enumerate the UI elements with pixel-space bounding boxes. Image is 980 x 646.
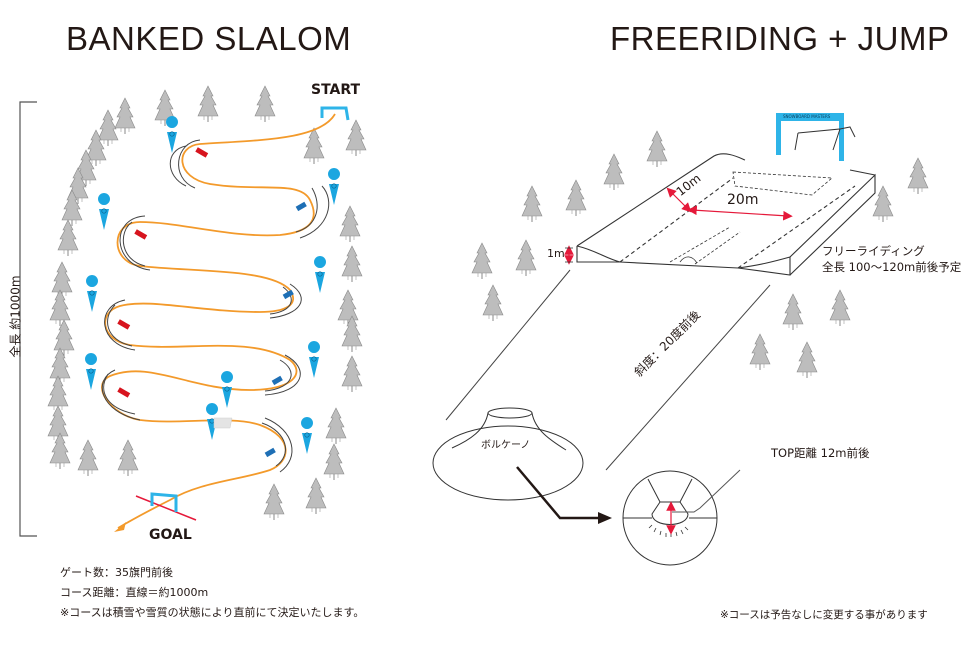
- detail-arrow: [516, 466, 598, 520]
- start-gate: [320, 106, 350, 121]
- goal-gate: [135, 492, 197, 521]
- height-label: 1m: [547, 247, 565, 260]
- volcano-top-view: [622, 469, 741, 566]
- course-distance-note: コース距離：直線＝約1000m: [60, 586, 209, 599]
- slalom-gates: [117, 147, 307, 458]
- banked-slalom-title: BANKED SLALOM: [66, 20, 352, 57]
- course-arrow-icon: [114, 522, 126, 532]
- volcano-feature: [432, 407, 584, 501]
- volcano-label: ボルケーノ: [481, 440, 531, 451]
- dimension-arrows: [564, 187, 793, 265]
- banked-turns: [101, 139, 330, 473]
- top-distance-label: TOP距離 12m前後: [771, 446, 870, 460]
- course-line: [101, 113, 336, 529]
- gate-banner-label: SNOWBOARD MASTERS: [783, 114, 831, 119]
- slalom-notes: ゲート数：35旗門前後 コース距離：直線＝約1000m ※コースは積雪や雪質の状…: [60, 563, 364, 623]
- freeride-name-label: フリーライディング: [822, 244, 925, 258]
- total-length-bracket: [19, 101, 37, 537]
- goal-label: GOAL: [149, 527, 192, 543]
- slope-lines: [445, 269, 771, 471]
- slalom-trees: [47, 85, 367, 521]
- finish-arch: [776, 113, 856, 161]
- length-label: 20m: [727, 192, 759, 208]
- jump-box: [213, 417, 233, 429]
- gate-count-note: ゲート数：35旗門前後: [60, 566, 173, 579]
- total-length-label: 全長 約1000m: [8, 275, 23, 358]
- arrow-head-icon: [598, 512, 612, 524]
- freeriding-jump-title: FREERIDING + JUMP: [610, 20, 950, 57]
- freeride-length-label: 全長 100〜120m前後予定: [822, 260, 962, 274]
- change-notice: ※コースは予告なしに変更する事があります: [720, 609, 928, 621]
- course-condition-note: ※コースは積雪や雪質の状態により直前にて決定いたします。: [60, 606, 365, 619]
- start-label: START: [311, 82, 361, 98]
- freeride-course: [576, 153, 876, 276]
- course-flags: [84, 115, 341, 455]
